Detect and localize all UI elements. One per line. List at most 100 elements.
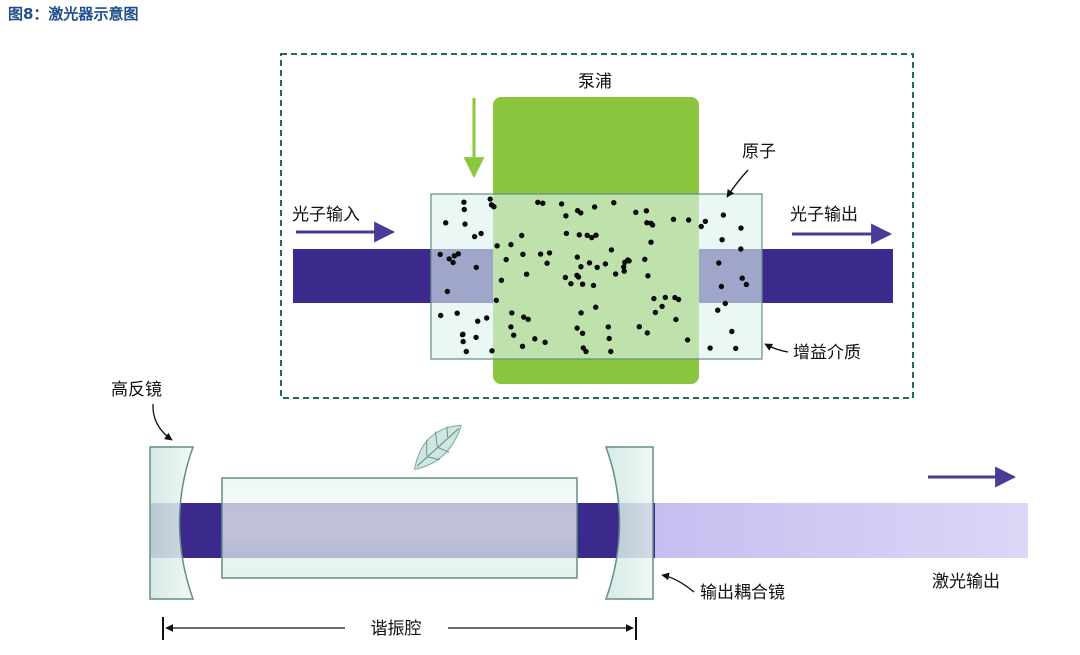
photon-in-label: 光子输入 xyxy=(292,205,360,225)
atom-dot xyxy=(487,196,493,202)
atom-dot xyxy=(574,254,580,260)
atom-dot xyxy=(719,237,725,243)
atom-dot xyxy=(568,281,574,287)
atom-dot xyxy=(494,243,500,249)
atom-dot xyxy=(473,264,479,271)
atom-dot xyxy=(698,223,704,230)
atom-dot xyxy=(471,233,478,240)
atom-dot xyxy=(544,260,550,266)
atom-dot xyxy=(586,260,593,266)
atom-dot xyxy=(459,332,466,338)
atom-dot xyxy=(608,247,615,253)
atom-dot xyxy=(578,310,584,316)
atom-dot xyxy=(606,335,612,342)
atom-dot xyxy=(519,343,526,349)
atom-dot xyxy=(438,312,444,319)
inset-border xyxy=(280,53,914,399)
leaf-zoom-icon xyxy=(413,424,462,471)
output-coupler-pointer xyxy=(661,572,695,593)
gain-medium xyxy=(430,193,763,360)
atom-dot xyxy=(605,324,611,330)
atom-dot xyxy=(454,310,460,316)
atom-dot xyxy=(576,232,582,238)
atom-dot xyxy=(739,275,745,281)
atom-dot xyxy=(523,271,530,277)
atom-dot xyxy=(520,251,526,257)
atom-dot xyxy=(621,264,627,270)
atom-dot xyxy=(542,339,548,345)
atom-dot xyxy=(583,348,589,355)
atom-dot xyxy=(579,330,586,336)
atom-dot xyxy=(591,204,598,210)
atom-dot xyxy=(450,259,456,266)
atom-dot xyxy=(451,253,458,259)
atom-dot xyxy=(590,282,597,289)
gain-tube xyxy=(221,477,578,579)
atom-dot xyxy=(473,334,479,341)
atom-dot xyxy=(722,300,728,307)
atom-dot xyxy=(563,230,570,237)
atom-dot xyxy=(648,239,654,245)
atom-dot xyxy=(670,216,677,222)
high-reflector-mirror xyxy=(149,446,195,600)
atom-dot xyxy=(579,281,586,287)
atom-dot xyxy=(672,294,678,301)
atom-dot xyxy=(475,318,481,324)
atom-dot xyxy=(521,314,527,320)
atom-dot xyxy=(659,303,665,310)
atom-dot xyxy=(602,261,609,267)
atom-dot xyxy=(540,200,546,206)
resonator-label: 谐振腔 xyxy=(371,619,422,639)
atom-dot xyxy=(738,225,744,231)
atom-dot xyxy=(594,264,600,271)
atom-dot xyxy=(498,277,505,283)
atom-dot xyxy=(484,315,490,321)
atom-dot xyxy=(461,206,467,213)
atom-dot xyxy=(488,202,495,208)
atom-dot xyxy=(633,209,639,215)
atom-dot xyxy=(644,220,650,226)
atom-pointer xyxy=(726,169,749,198)
atom-dot xyxy=(509,310,515,316)
atom-dot xyxy=(508,324,514,330)
atom-dot xyxy=(503,256,509,263)
output-coupler-mirror xyxy=(604,446,654,600)
photon-out-label: 光子输出 xyxy=(790,205,858,225)
atom-dot xyxy=(511,332,517,338)
atom-dot xyxy=(562,274,569,281)
high-reflector-label: 高反镜 xyxy=(111,380,162,400)
atom-dot xyxy=(612,271,619,277)
atom-dot xyxy=(644,330,650,336)
atom-dot xyxy=(589,234,595,241)
pump-label: 泵浦 xyxy=(578,72,612,92)
atom-dot xyxy=(463,348,469,355)
atom-dot xyxy=(508,241,514,248)
atom-dot xyxy=(444,288,451,295)
atom-dot xyxy=(645,273,651,279)
atom-dot xyxy=(707,345,713,351)
atom-dot xyxy=(738,246,744,252)
gain-medium-label: 增益介质 xyxy=(793,343,861,363)
atom-dot xyxy=(649,222,656,228)
atom-label: 原子 xyxy=(742,142,776,162)
atom-dot xyxy=(652,309,659,316)
atom-dot xyxy=(546,250,553,256)
atom-dot xyxy=(642,256,648,262)
output-coupler-label: 输出耦合镜 xyxy=(700,583,785,603)
atom-dot xyxy=(729,328,735,335)
figure-title: 图8：激光器示意图 xyxy=(8,5,139,23)
atom-dot xyxy=(578,264,584,270)
atom-dot xyxy=(519,232,525,239)
atom-dot xyxy=(437,251,443,258)
atom-dot xyxy=(460,338,466,345)
atom-dot xyxy=(673,316,679,323)
atom-dot xyxy=(584,232,590,238)
atom-dot xyxy=(702,218,708,225)
atom-dot xyxy=(563,213,569,219)
atom-dot xyxy=(489,348,495,354)
atom-dot xyxy=(535,199,541,205)
atom-dot xyxy=(593,304,599,310)
atom-dot xyxy=(643,208,650,214)
atom-dot xyxy=(621,268,627,274)
